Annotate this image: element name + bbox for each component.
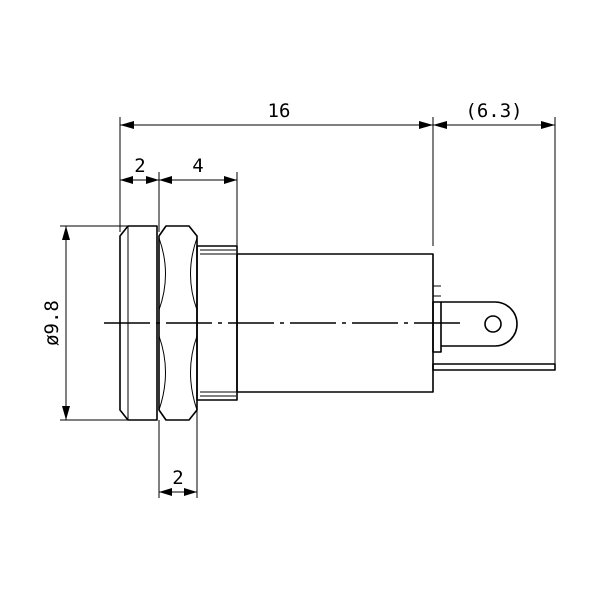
dimension-diameter: ø9.8 [41, 226, 70, 420]
dimension-nut-width: 2 [159, 467, 197, 496]
dimension-label-2-bottom: 2 [172, 467, 183, 489]
dimension-label-diameter: ø9.8 [41, 300, 63, 346]
dimension-nut-thickness: 4 [159, 155, 237, 184]
dimension-label-16: 16 [268, 100, 291, 122]
dimension-overall-length: 16 [120, 100, 433, 129]
pin-terminal [432, 363, 556, 371]
solder-lug-terminal [432, 285, 518, 353]
dimension-terminal-length: (6.3) [433, 100, 555, 129]
dimension-label-4: 4 [192, 155, 203, 177]
hex-nut [158, 225, 198, 421]
dimension-flange-thickness: 2 [120, 155, 159, 184]
dimension-label-6-3: (6.3) [465, 100, 522, 122]
dimension-label-2-top: 2 [134, 155, 145, 177]
extension-lines [60, 117, 556, 498]
